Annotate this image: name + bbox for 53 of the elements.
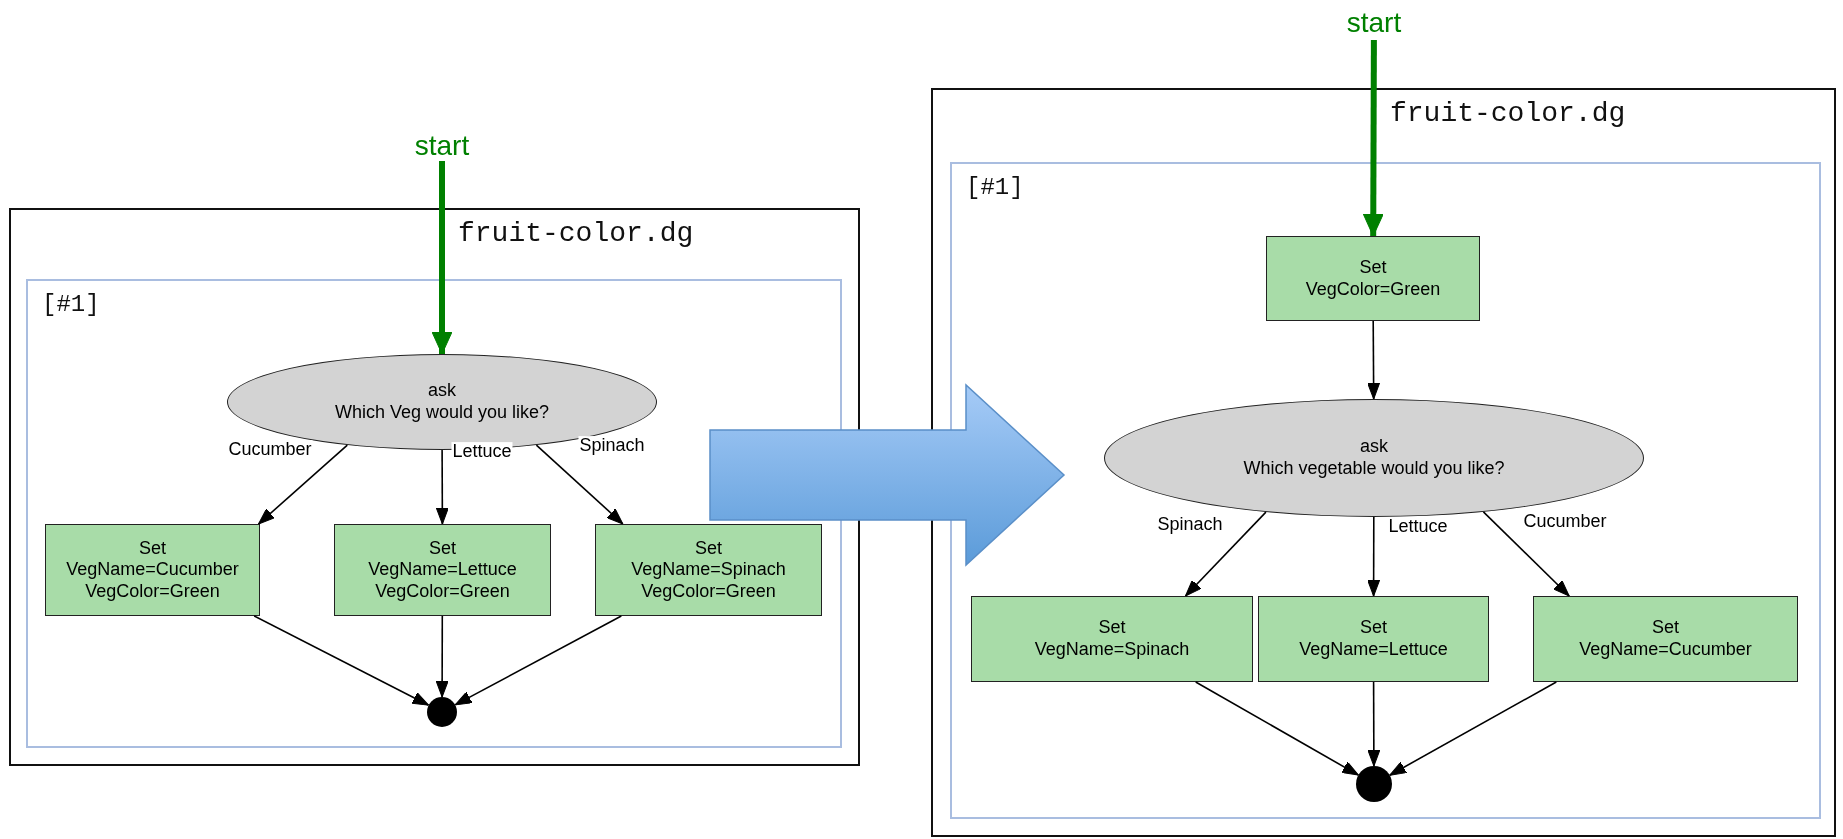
arrow bbox=[454, 615, 623, 706]
file-title: fruit-color.dg bbox=[1390, 98, 1626, 129]
set-box bbox=[45, 524, 260, 616]
node-text: Which vegetable would you like? bbox=[1243, 458, 1505, 480]
node-text: VegName=Lettuce bbox=[1299, 639, 1448, 661]
arrow bbox=[1482, 511, 1570, 597]
arrow bbox=[431, 161, 453, 355]
set-box bbox=[1533, 596, 1798, 682]
start-label: start bbox=[1332, 6, 1416, 40]
diagram-frame bbox=[931, 88, 1836, 837]
block-arrow bbox=[709, 383, 1066, 567]
arrow bbox=[1362, 40, 1384, 237]
node-text: VegName=Spinach VegColor=Green bbox=[630, 559, 787, 603]
start-label: start bbox=[400, 131, 484, 161]
edge-label: Spinach bbox=[1156, 515, 1224, 535]
node-heading: Set bbox=[1360, 617, 1387, 639]
node-heading: ask bbox=[1360, 436, 1388, 458]
set-box bbox=[1266, 236, 1480, 321]
node-text: Which Veg would you like? bbox=[334, 402, 550, 424]
node-heading: Set bbox=[1652, 617, 1679, 639]
file-title: fruit-color.dg bbox=[458, 218, 694, 249]
cluster-box bbox=[950, 162, 1821, 819]
node-text: VegName=Cucumber VegColor=Green bbox=[65, 559, 240, 603]
set-box bbox=[595, 524, 822, 616]
arrow bbox=[1184, 511, 1267, 597]
arrow bbox=[435, 449, 449, 525]
node-heading: Set bbox=[1359, 256, 1387, 279]
node-heading: Set bbox=[429, 537, 456, 560]
set-box bbox=[1258, 596, 1489, 682]
set-box bbox=[971, 596, 1253, 682]
arrow bbox=[1367, 320, 1381, 400]
end-dot bbox=[1356, 766, 1392, 802]
arrow bbox=[1367, 681, 1381, 767]
node-heading: Set bbox=[139, 537, 166, 560]
arrow bbox=[257, 444, 349, 525]
node-heading: ask bbox=[428, 380, 456, 402]
node-heading: Set bbox=[1098, 617, 1126, 639]
arrow bbox=[253, 615, 430, 706]
arrow bbox=[435, 615, 449, 698]
arrow bbox=[535, 444, 624, 525]
node-text: VegName=Lettuce VegColor=Green bbox=[367, 559, 518, 603]
set-box bbox=[334, 524, 551, 616]
cluster-label: [#1] bbox=[966, 174, 1024, 201]
arrow bbox=[1388, 681, 1558, 776]
end-dot bbox=[427, 697, 457, 727]
edge-label: Spinach bbox=[578, 436, 646, 456]
node-heading: Set bbox=[695, 537, 722, 560]
cluster-label: [#1] bbox=[42, 291, 100, 318]
node-text: VegColor=Green bbox=[1305, 278, 1441, 301]
arrow bbox=[1367, 516, 1381, 597]
node-text: VegName=Cucumber bbox=[1579, 639, 1752, 661]
arrow bbox=[1194, 681, 1360, 776]
node-text: VegName=Spinach bbox=[1034, 639, 1190, 661]
